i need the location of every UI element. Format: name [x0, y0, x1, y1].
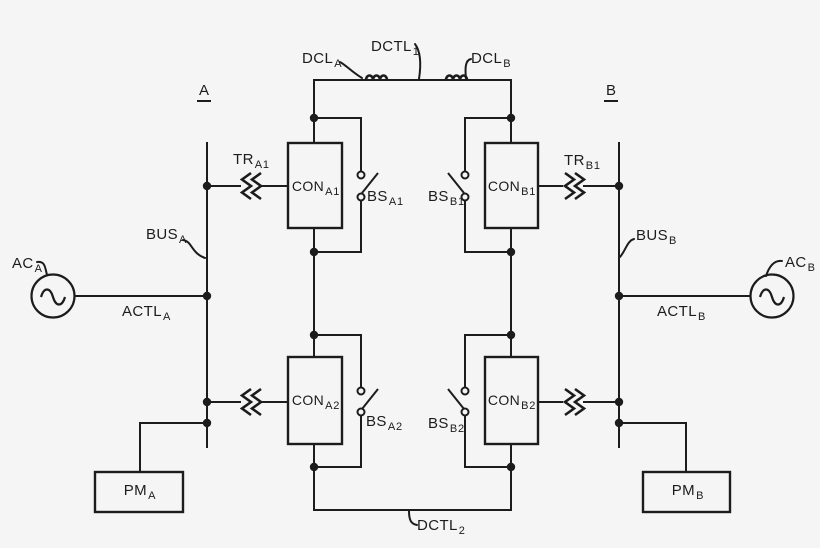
ac-b-label: ACB — [785, 254, 816, 274]
section-b-header: B — [604, 82, 619, 102]
bus-a-leader — [182, 239, 206, 259]
dcl-b-label: DCLB — [471, 50, 512, 70]
bs-b2-contact-bottom — [460, 407, 470, 417]
con-a2-box — [286, 355, 344, 446]
bs-a2-branch — [313, 334, 362, 468]
dcl-a-label: DCLA — [302, 50, 343, 70]
pm-b-box — [641, 470, 732, 514]
bs-b1-label: BSB1 — [428, 188, 465, 208]
bs-b1-blade — [447, 172, 465, 194]
dc-column-wires — [313, 227, 512, 358]
bus-b-label: BUSB — [636, 227, 678, 247]
bus-a-label: BUSA — [146, 226, 188, 246]
bs-b2-label: BSB2 — [428, 415, 465, 435]
tr-a2-symbol-icon — [239, 387, 264, 417]
dcl-b-inductor-icon — [444, 74, 469, 81]
component-boxes — [93, 141, 732, 514]
pm-b-label: PMB — [671, 482, 705, 502]
ac-a-sine-icon — [39, 288, 67, 306]
bs-b1-contact-bottom — [460, 192, 470, 202]
bs-b2-contact-top — [460, 386, 470, 396]
con-a1-box — [286, 141, 344, 230]
con-b2-box — [483, 355, 540, 446]
wires — [74, 79, 751, 511]
ac-a-leader — [36, 260, 48, 276]
bs-a1-branch — [313, 117, 362, 253]
bs-a1-blade — [361, 172, 379, 194]
section-a-header: A — [197, 82, 212, 102]
bs-a1-contact-bottom — [356, 192, 366, 202]
pm-b-wire — [618, 422, 687, 473]
tr-b1-label: TRB1 — [564, 152, 601, 172]
bs-a2-blade — [361, 388, 379, 410]
bs-b2-blade — [447, 388, 465, 410]
label-leader-lines — [36, 43, 783, 526]
dcl-b-leader — [464, 58, 472, 80]
bs-b1-contact-top — [460, 170, 470, 180]
section-b-label: B — [606, 82, 617, 99]
dctl-1-label: DCTL1 — [371, 38, 420, 58]
actl-b-label: ACTLB — [657, 303, 707, 323]
dcl-a-leader — [339, 61, 363, 79]
con-b2-label: CONB2 — [487, 392, 537, 412]
transformer-symbols — [239, 171, 587, 417]
ac-a-label: ACA — [12, 255, 43, 275]
ac-sources — [30, 273, 795, 319]
rail-drop-wires — [313, 79, 512, 144]
bus-b-leader — [619, 238, 635, 258]
tr-a1-label: TRA1 — [233, 151, 270, 171]
bus-switches — [356, 170, 470, 417]
bs-b2-branch — [464, 334, 512, 468]
bs-a2-label: BSA2 — [366, 413, 403, 433]
con-b1-label: CONB1 — [487, 178, 537, 198]
tr-b2-symbol-icon — [562, 387, 587, 417]
con-b1-box — [483, 141, 540, 230]
dctl-1-leader — [414, 43, 422, 80]
pm-a-box — [93, 470, 185, 514]
dctl-2-leader — [408, 510, 418, 526]
section-a-label: A — [199, 82, 210, 99]
ac-b-source-icon — [749, 273, 795, 319]
ac-a-source-icon — [30, 273, 76, 319]
actl-a-label: ACTLA — [122, 303, 172, 323]
dc-link-inductors — [364, 74, 469, 81]
con-a2-label: CONA2 — [291, 392, 341, 412]
bs-a2-contact-bottom — [356, 407, 366, 417]
bs-a2-contact-top — [356, 386, 366, 396]
pm-a-wire — [139, 422, 208, 473]
dcl-a-inductor-icon — [364, 74, 389, 81]
tr-a1-symbol-icon — [239, 171, 264, 201]
bs-b1-branch — [464, 117, 512, 253]
dctl-2-label: DCTL2 — [417, 517, 466, 537]
ac-b-sine-icon — [758, 288, 786, 306]
bs-a1-contact-top — [356, 170, 366, 180]
tr-b1-symbol-icon — [562, 171, 587, 201]
junction-dots — [202, 113, 624, 472]
dc-tie-rail-bottom — [313, 443, 512, 511]
con-a1-label: CONA1 — [291, 178, 341, 198]
ac-b-leader — [765, 259, 783, 277]
bs-a1-label: BSA1 — [367, 188, 404, 208]
pm-a-label: PMA — [123, 482, 157, 502]
